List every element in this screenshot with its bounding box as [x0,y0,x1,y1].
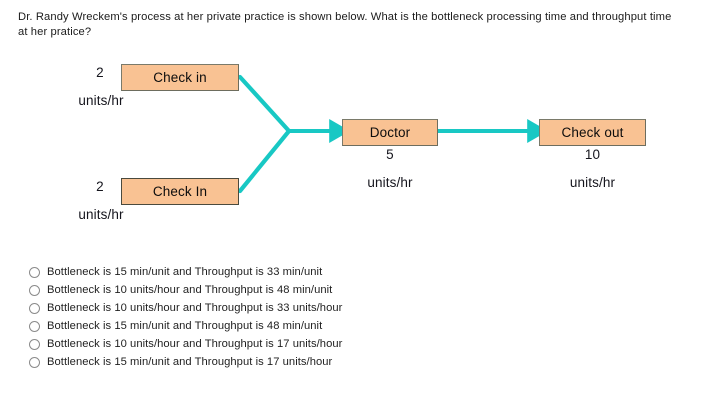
radio-button-icon[interactable] [29,284,40,296]
option-label: Bottleneck is 10 units/hour and Throughp… [47,302,343,314]
option-label: Bottleneck is 10 units/hour and Throughp… [47,338,343,350]
radio-button-icon[interactable] [29,356,40,368]
rate-value-doctor: 5 [386,147,394,162]
option-row[interactable]: Bottleneck is 10 units/hour and Throughp… [29,299,509,317]
answer-options-list: Bottleneck is 15 min/unit and Throughput… [29,263,509,371]
question-text: Dr. Randy Wreckem's process at her priva… [18,11,672,38]
option-label: Bottleneck is 10 units/hour and Throughp… [47,284,333,296]
radio-button-icon[interactable] [29,302,40,314]
process-flow-diagram: Check in 2 units/hr Check In 2 units/hr … [0,55,705,225]
option-label: Bottleneck is 15 min/unit and Throughput… [47,266,323,278]
radio-button-icon[interactable] [29,266,40,278]
option-label: Bottleneck is 15 min/unit and Throughput… [47,356,333,368]
rate-unit-check-out: units/hr [569,175,616,190]
option-row[interactable]: Bottleneck is 10 units/hour and Throughp… [29,281,509,299]
rate-value-check-out: 10 [584,147,601,162]
radio-button-icon[interactable] [29,338,40,350]
rate-unit-check-in-bottom: units/hr [78,207,124,222]
rate-unit-check-in-top: units/hr [78,93,124,108]
option-row[interactable]: Bottleneck is 10 units/hour and Throughp… [29,335,509,353]
rate-value-check-in-bottom: 2 [96,179,104,194]
option-row[interactable]: Bottleneck is 15 min/unit and Throughput… [29,263,509,281]
connector-checkin-bottom [237,128,292,194]
rate-value-check-in-top: 2 [96,65,104,80]
process-box-check-out[interactable]: Check out [539,119,646,146]
process-box-doctor[interactable]: Doctor [342,119,438,146]
process-box-check-in-bottom[interactable]: Check In [121,178,239,205]
radio-button-icon[interactable] [29,320,40,332]
process-box-check-in-top[interactable]: Check in [121,64,239,91]
option-row[interactable]: Bottleneck is 15 min/unit and Throughput… [29,353,509,371]
flow-connectors [237,74,548,194]
option-label: Bottleneck is 15 min/unit and Throughput… [47,320,323,332]
connector-checkin-top [237,74,292,134]
rate-unit-doctor: units/hr [367,175,413,190]
option-row[interactable]: Bottleneck is 15 min/unit and Throughput… [29,317,509,335]
